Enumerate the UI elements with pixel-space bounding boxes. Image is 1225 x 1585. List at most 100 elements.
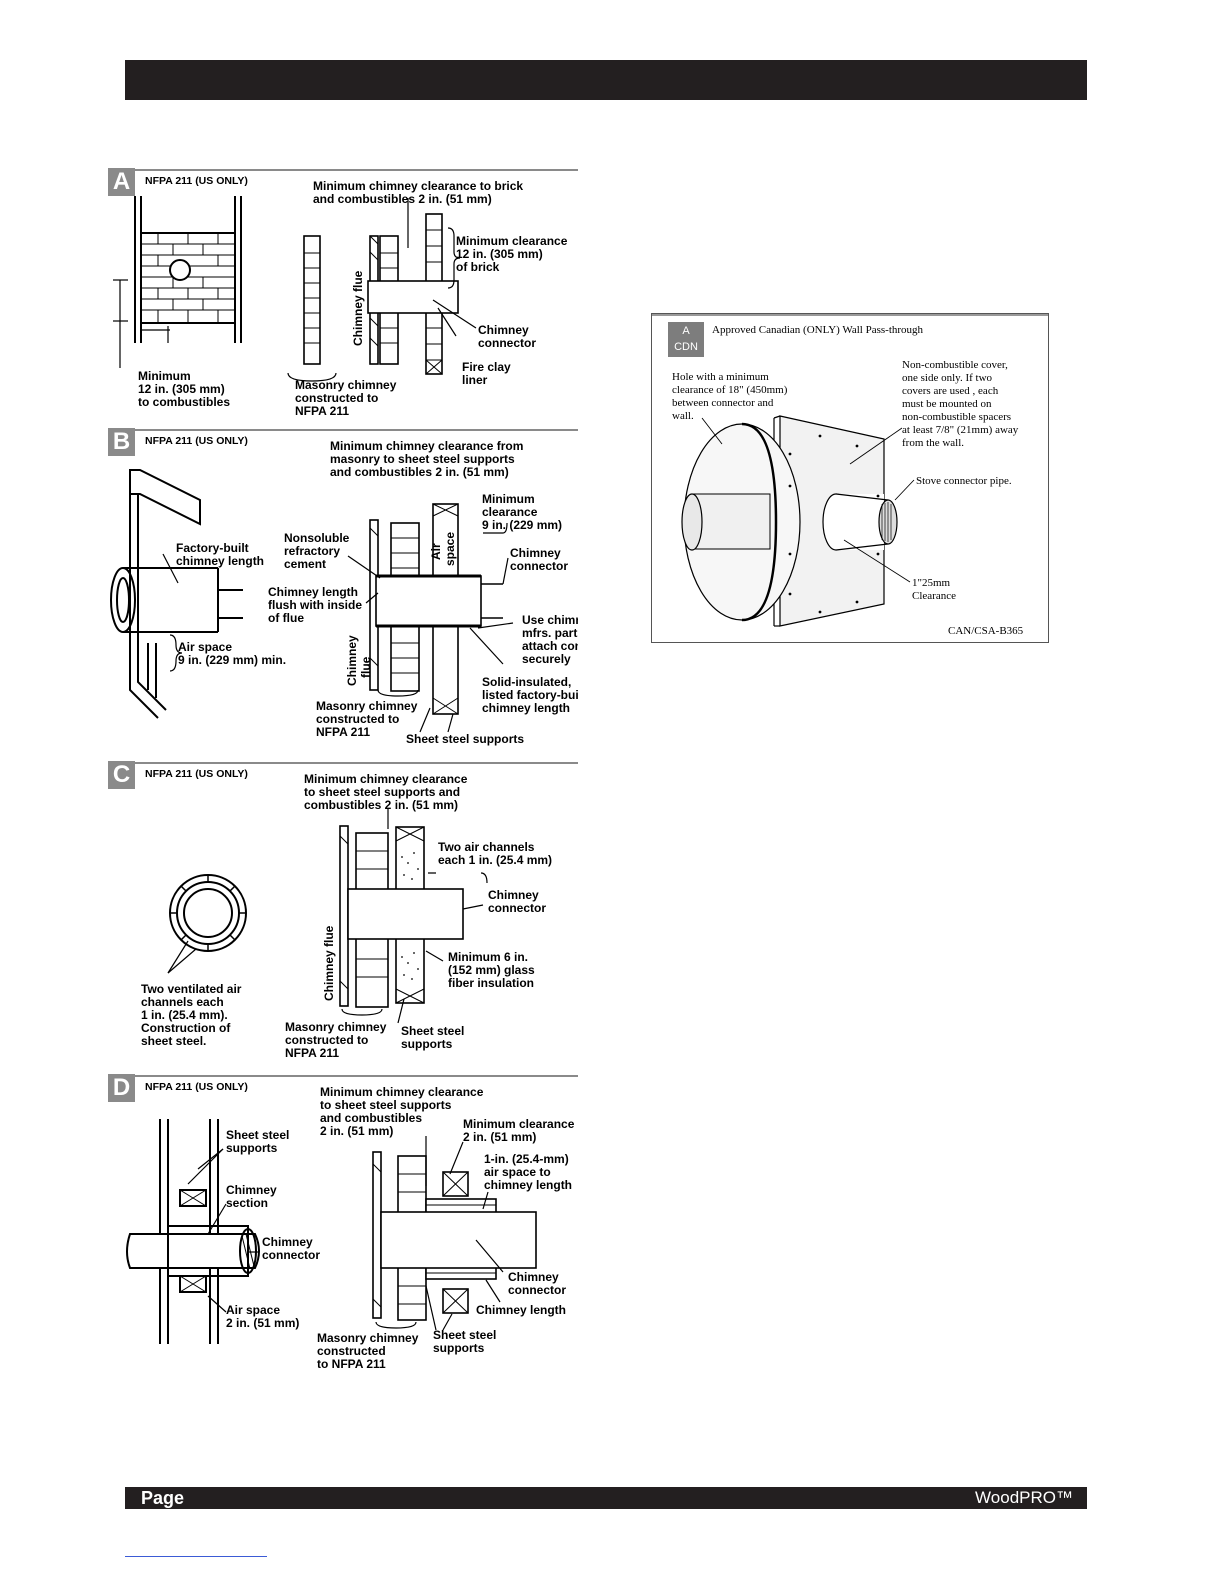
cdn-cover-1: Non-combustible cover,: [902, 359, 1008, 371]
cdn-hole-2: clearance of 18" (450mm): [672, 384, 788, 396]
label-c-top-1: Minimum chimney clearance: [304, 772, 468, 786]
label-a-mason-1: Masonry chimney: [295, 378, 397, 392]
label-c-ins-3: fiber insulation: [448, 976, 534, 990]
label-b-fb-2: chimney length: [176, 554, 264, 568]
label-d-as1-3: chimney length: [484, 1178, 572, 1192]
label-c-ch-1: Two air channels: [438, 840, 535, 854]
label-d-len: Chimney length: [476, 1303, 566, 1317]
label-a-min-2: 12 in. (305 mm): [138, 382, 225, 396]
label-b-flush-3: of flue: [268, 611, 304, 625]
label-d-ss-2: supports: [226, 1141, 278, 1155]
cdn-cover-3: covers are used , each: [902, 385, 999, 397]
label-b-top-3: and combustibles 2 in. (51 mm): [330, 465, 509, 479]
label-b-ns-2: refractory: [284, 544, 340, 558]
label-a-minclear-2: 12 in. (305 mm): [456, 247, 543, 261]
label-b-ns-3: cement: [284, 557, 326, 571]
label-b-flue-1: Chimney: [345, 635, 359, 686]
label-b-fb-1: Factory-built: [176, 541, 249, 555]
label-b-top-2: masonry to sheet steel supports: [330, 452, 515, 466]
label-d-as-1: Air space: [226, 1303, 280, 1317]
section-d-heading: NFPA 211 (US ONLY): [145, 1081, 248, 1093]
pass-through-diagram: Hole with a minimum clearance of 18" (45…: [672, 359, 1024, 637]
label-d-ss-1: Sheet steel: [226, 1128, 289, 1142]
footer-link-underline[interactable]: [125, 1556, 267, 1557]
label-b-si-3: chimney length: [482, 701, 570, 715]
label-d-as1-2: air space to: [484, 1165, 551, 1179]
cdn-standard: CAN/CSA-B365: [948, 625, 1024, 637]
section-a: A NFPA 211 (US ONLY): [108, 168, 578, 423]
label-d-conn2-1: Chimney: [508, 1270, 559, 1284]
label-b-si-2: listed factory-built: [482, 688, 578, 702]
label-d-sec-2: section: [226, 1196, 268, 1210]
label-b-as-1: Air space: [178, 640, 232, 654]
cdn-clear-1: 1"25mm: [912, 577, 951, 589]
label-b-mc-2: clearance: [482, 505, 538, 519]
label-b-steel: Sheet steel supports: [406, 732, 524, 746]
label-c-ch-2: each 1 in. (25.4 mm): [438, 853, 552, 867]
label-a-conn-1: Chimney: [478, 323, 529, 337]
label-c-vent-2: channels each: [141, 995, 224, 1009]
label-a-conn-2: connector: [478, 336, 536, 350]
label-d-conn-1: Chimney: [262, 1235, 313, 1249]
label-b-top-1: Minimum chimney clearance from: [330, 439, 523, 453]
cdn-badge-line-1: A: [682, 325, 690, 337]
cdn-hole-1: Hole with a minimum: [672, 371, 769, 383]
label-b-mc-1: Minimum: [482, 492, 535, 506]
label-c-ins-1: Minimum 6 in.: [448, 950, 528, 964]
label-d-mason-1: Masonry chimney: [317, 1331, 419, 1345]
section-b-badge: B: [108, 428, 135, 456]
label-b-use-3: attach connector: [522, 639, 578, 653]
section-d: D NFPA 211 (US ONLY) Sheet steel support…: [108, 1074, 578, 1379]
canadian-panel-rule: [652, 314, 1048, 316]
label-d-top-4: 2 in. (51 mm): [320, 1124, 393, 1138]
label-b-use-1: Use chimney: [522, 613, 578, 627]
label-c-vent-5: sheet steel.: [141, 1034, 206, 1048]
label-d-conn-2: connector: [262, 1248, 320, 1262]
footer-bar: Page WoodPRO™: [125, 1487, 1087, 1509]
label-c-mason-2: constructed to: [285, 1033, 368, 1047]
label-c-ins-2: (152 mm) glass: [448, 963, 535, 977]
footer-page-label: Page: [141, 1488, 185, 1508]
label-a-min-3: to combustibles: [138, 395, 230, 409]
label-c-conn-2: connector: [488, 901, 546, 915]
section-d-rule: [135, 1075, 578, 1077]
cdn-badge: A CDN: [668, 322, 704, 357]
cdn-hole-3: between connector and: [672, 397, 774, 409]
label-c-top-3: combustibles 2 in. (51 mm): [304, 798, 458, 812]
label-d-mc-2: 2 in. (51 mm): [463, 1130, 536, 1144]
cdn-cover-6: at least 7/8" (21mm) away: [902, 424, 1019, 436]
label-d-top-2: to sheet steel supports: [320, 1098, 452, 1112]
label-d-as-2: 2 in. (51 mm): [226, 1316, 299, 1330]
label-b-flush-1: Chimney length: [268, 585, 358, 599]
label-d-steel-2: supports: [433, 1341, 485, 1355]
label-b-conn-1: Chimney: [510, 546, 561, 560]
label-c-vent-3: 1 in. (25.4 mm).: [141, 1008, 228, 1022]
cdn-clear-2: Clearance: [912, 590, 956, 602]
cdn-cover-5: non-combustible spacers: [902, 411, 1011, 423]
label-c-steel-1: Sheet steel: [401, 1024, 464, 1038]
label-a-clear-1: Minimum chimney clearance to brick: [313, 179, 523, 193]
label-d-steel-1: Sheet steel: [433, 1328, 496, 1342]
label-a-min-1: Minimum: [138, 369, 191, 383]
label-b-ns-1: Nonsoluble: [284, 531, 350, 545]
label-b-mc-3: 9 in. (229 mm): [482, 518, 562, 532]
diagram-d: Sheet steel supports Chimney section Chi…: [126, 1085, 575, 1371]
label-d-top-3: and combustibles: [320, 1111, 422, 1125]
label-c-mason-1: Masonry chimney: [285, 1020, 387, 1034]
label-b-mason-2: constructed to: [316, 712, 399, 726]
cdn-hole-4: wall.: [672, 410, 694, 422]
label-a-flue: Chimney flue: [351, 270, 365, 346]
section-a-badge: A: [108, 168, 135, 196]
label-a-liner-2: liner: [462, 373, 488, 387]
label-d-mc-1: Minimum clearance: [463, 1117, 575, 1131]
label-b-air: Air: [429, 543, 443, 560]
label-c-flue: Chimney flue: [322, 925, 336, 1001]
label-b-as-2: 9 in. (229 mm) min.: [178, 653, 286, 667]
label-c-top-2: to sheet steel supports and: [304, 785, 460, 799]
label-c-vent-4: Construction of: [141, 1021, 231, 1035]
diagram-c: Two ventilated air channels each 1 in. (…: [141, 772, 552, 1060]
section-c: C NFPA 211 (US ONLY) Two ventilated air …: [108, 761, 578, 1066]
cdn-title: Approved Canadian (ONLY) Wall Pass-throu…: [712, 324, 924, 336]
cdn-badge-line-2: CDN: [674, 341, 698, 353]
header-bar: [125, 60, 1087, 100]
